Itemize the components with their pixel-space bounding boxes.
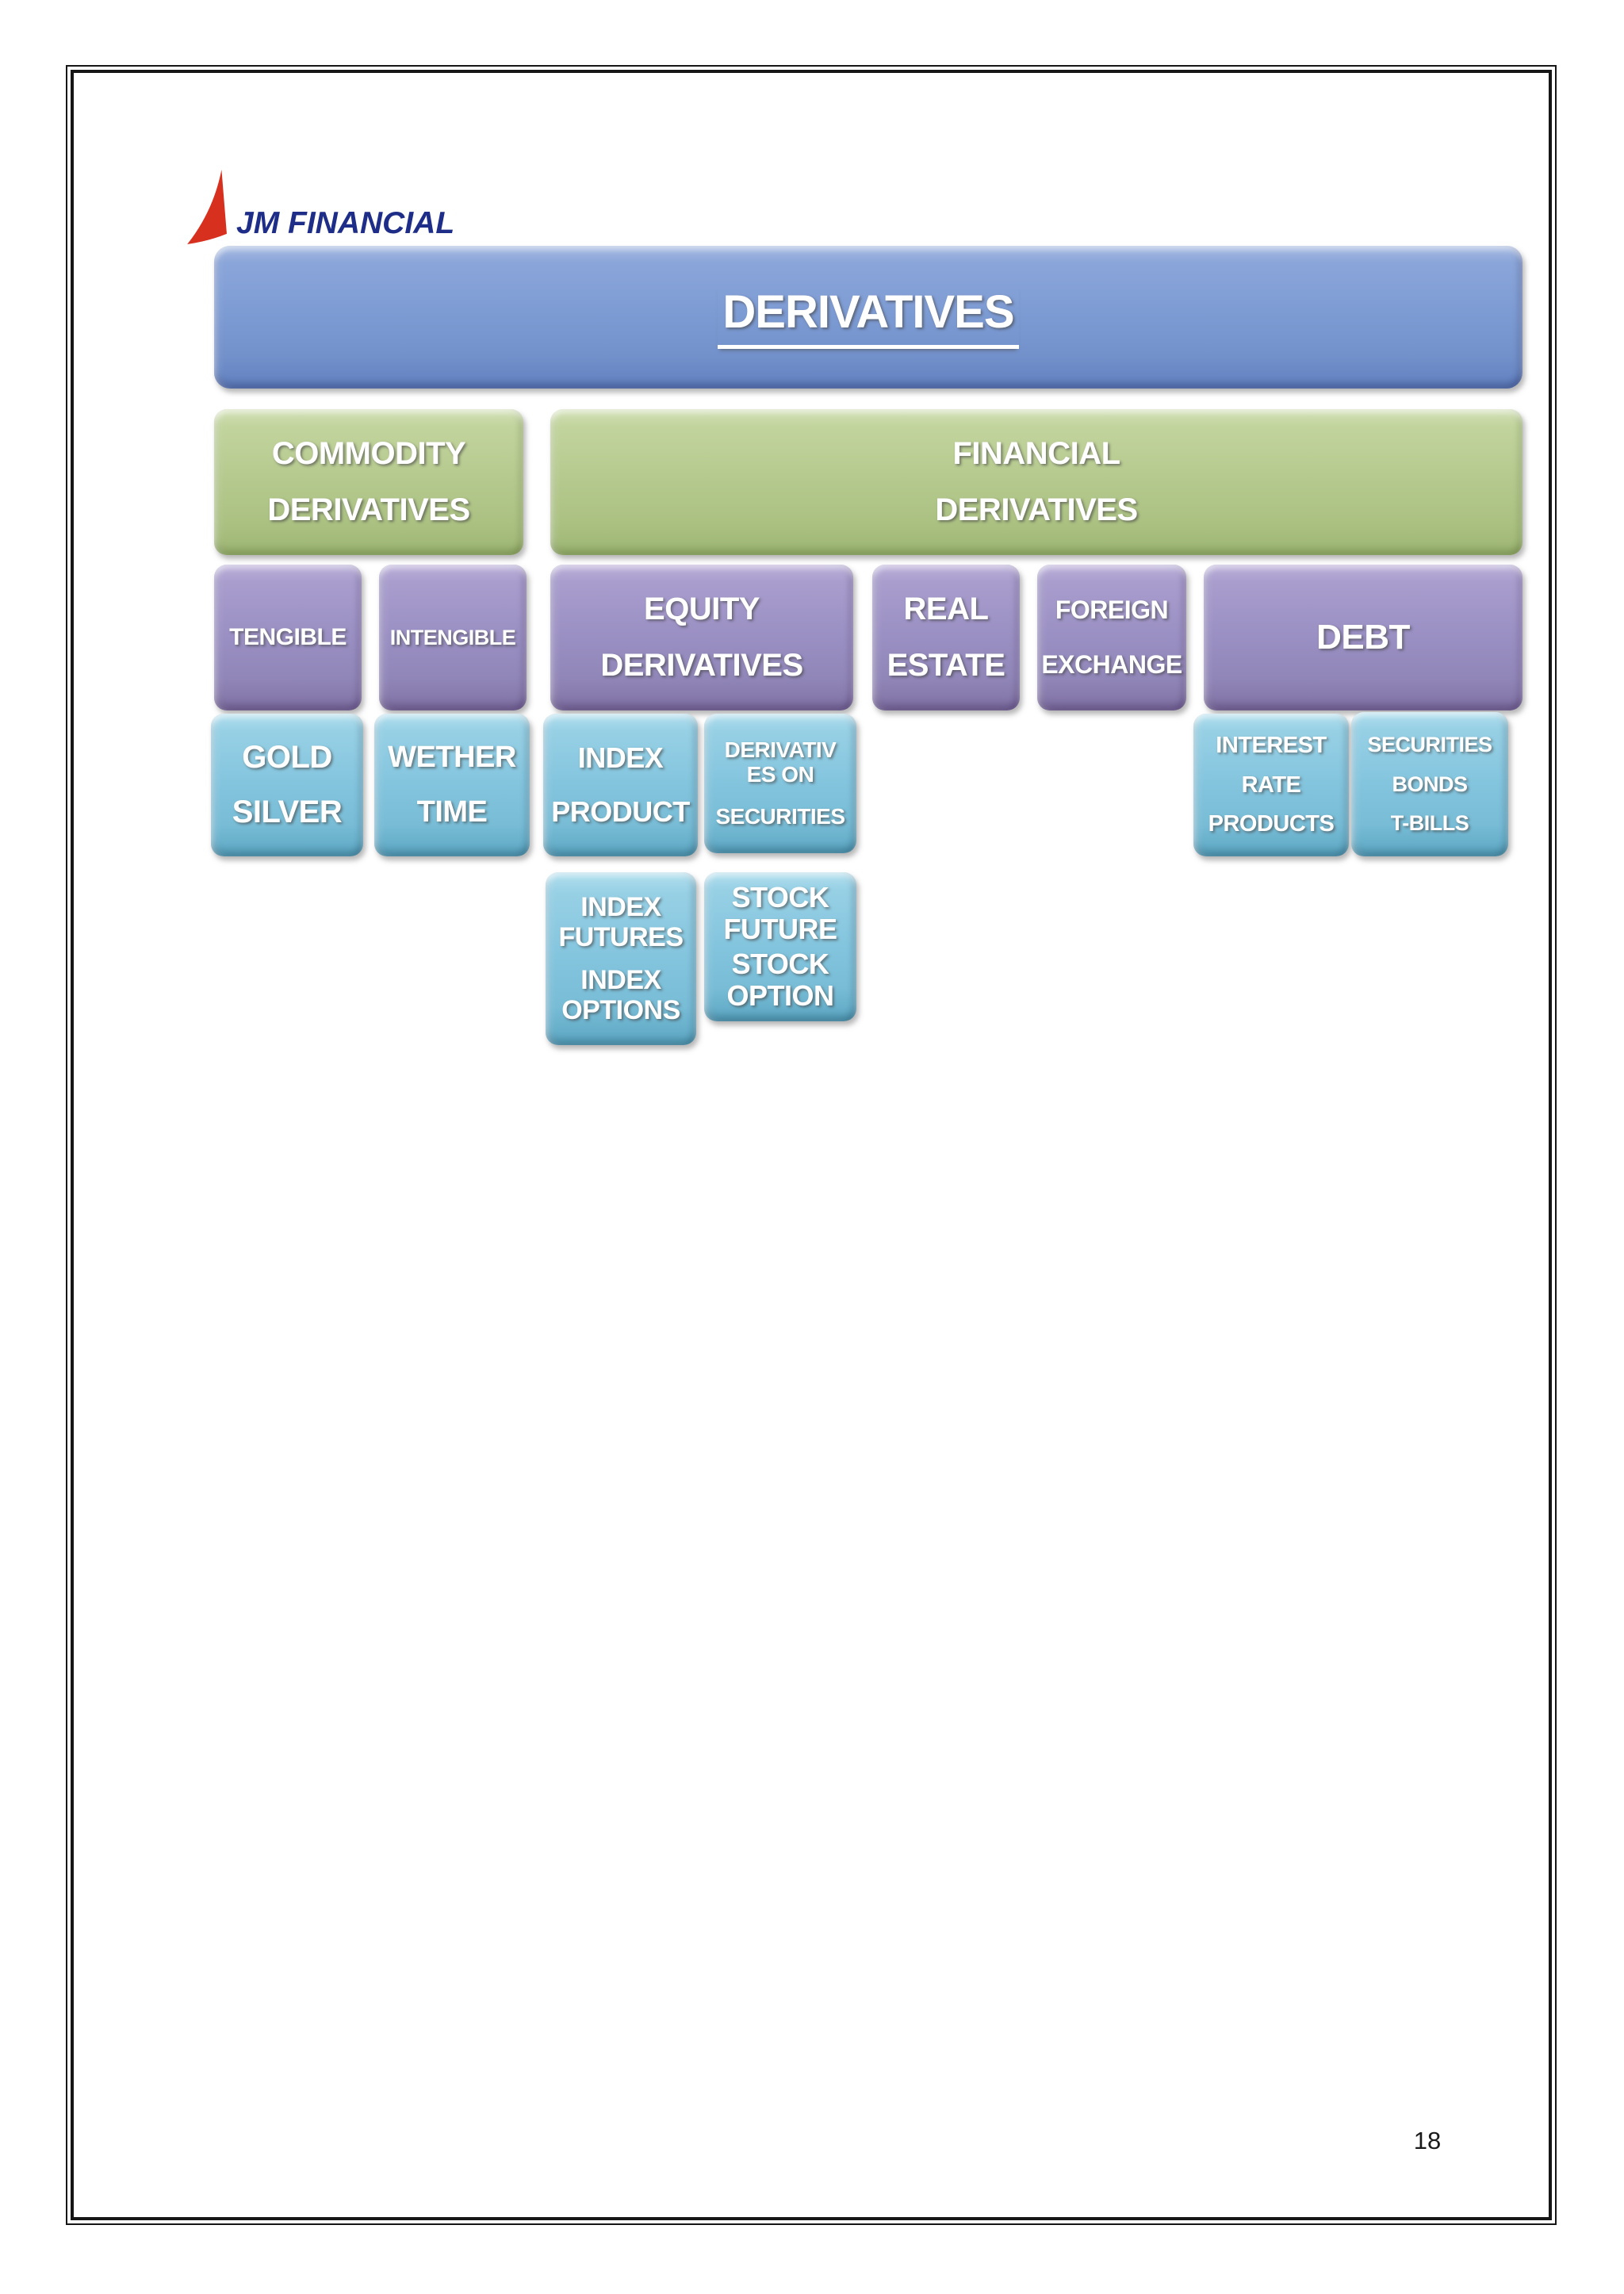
node-label-line: SECURITIES xyxy=(1367,733,1492,757)
node-intengible: INTENGIBLE xyxy=(379,565,527,710)
node-label-line: INTEREST xyxy=(1216,733,1327,759)
node-financial-derivatives: FINANCIAL DERIVATIVES xyxy=(550,409,1522,555)
node-label-line: OPTIONS xyxy=(561,995,680,1026)
node-label-line: REAL xyxy=(903,592,989,626)
node-stock-future-option: STOCK FUTURE STOCK OPTION xyxy=(704,872,856,1021)
node-label-line: FUTURE xyxy=(723,912,838,945)
node-derivatives-on-securities: DERIVATIV ES ON SECURITIES xyxy=(704,714,856,853)
node-label-line: TIME xyxy=(416,795,488,829)
node-label-line: INDEX xyxy=(580,891,661,922)
node-label-line: DERIVATIVES xyxy=(267,492,470,527)
node-interest-rate-products: INTEREST RATE PRODUCTS xyxy=(1193,714,1349,856)
node-label-line: SILVER xyxy=(232,795,343,830)
node-label-line: ES ON xyxy=(746,762,814,787)
node-label-line: INDEX xyxy=(577,741,664,774)
node-label-line: COMMODITY xyxy=(271,436,466,471)
node-label-line: BONDS xyxy=(1392,772,1468,796)
node-real-estate: REAL ESTATE xyxy=(872,565,1020,710)
node-label-line: ESTATE xyxy=(887,648,1005,683)
node-label-line: EQUITY xyxy=(644,592,760,626)
node-label-line: T-BILLS xyxy=(1390,810,1469,835)
node-label-group: STOCK OPTION xyxy=(726,947,834,1013)
node-label-line: INDEX xyxy=(580,965,661,996)
node-label-line: WETHER xyxy=(388,741,516,774)
jm-financial-logo: JM FINANCIAL xyxy=(187,170,454,244)
node-foreign-exchange: FOREIGN EXCHANGE xyxy=(1037,565,1186,710)
page-border-outer xyxy=(66,65,1557,2225)
node-securities-bonds-tbills: SECURITIES BONDS T-BILLS xyxy=(1351,712,1508,856)
node-commodity-derivatives: COMMODITY DERIVATIVES xyxy=(214,409,523,555)
node-equity-derivatives: EQUITY DERIVATIVES xyxy=(550,565,853,710)
node-label-line: DERIVATIVES xyxy=(600,648,803,683)
node-label-group: INDEX OPTIONS xyxy=(561,965,680,1025)
node-wether-time: WETHER TIME xyxy=(374,714,530,856)
node-tengible: TENGIBLE xyxy=(214,565,362,710)
node-label-line: DERIVATIVES xyxy=(935,492,1138,527)
node-label-line: STOCK xyxy=(731,880,829,913)
node-label-line: PRODUCTS xyxy=(1208,810,1335,837)
node-label-line: INTENGIBLE xyxy=(389,625,516,649)
node-label-line: OPTION xyxy=(726,979,834,1013)
node-label-line: FINANCIAL xyxy=(952,436,1120,471)
node-label-line: EXCHANGE xyxy=(1041,649,1182,679)
node-label-line: PRODUCT xyxy=(551,795,690,829)
node-derivatives-root: DERIVATIVES xyxy=(214,246,1522,389)
node-label-line: FUTURES xyxy=(558,921,684,952)
node-label-line: RATE xyxy=(1241,772,1301,798)
node-debt: DEBT xyxy=(1204,565,1522,710)
node-label-line: STOCK xyxy=(731,947,829,980)
logo-brand-text: JM FINANCIAL xyxy=(236,206,455,240)
node-label-line: SECURITIES xyxy=(715,804,845,829)
diagram-title: DERIVATIVES xyxy=(718,285,1019,349)
node-gold-silver: GOLD SILVER xyxy=(211,714,363,856)
node-label-group: INDEX FUTURES xyxy=(558,891,684,952)
jm-sail-icon xyxy=(187,170,227,244)
page-border-inner xyxy=(71,70,1552,2220)
node-label-group: DERIVATIV ES ON xyxy=(725,737,837,787)
node-label-group: STOCK FUTURE xyxy=(723,880,838,946)
node-label-line: FOREIGN xyxy=(1055,596,1169,625)
page-number: 18 xyxy=(1413,2127,1442,2154)
node-label-line: TENGIBLE xyxy=(229,624,347,650)
node-label-line: DERIVATIV xyxy=(724,737,837,762)
node-index-futures-options: INDEX FUTURES INDEX OPTIONS xyxy=(546,872,696,1045)
node-label-line: DEBT xyxy=(1316,618,1410,657)
node-label-line: GOLD xyxy=(242,739,332,775)
node-index-product: INDEX PRODUCT xyxy=(543,714,698,856)
